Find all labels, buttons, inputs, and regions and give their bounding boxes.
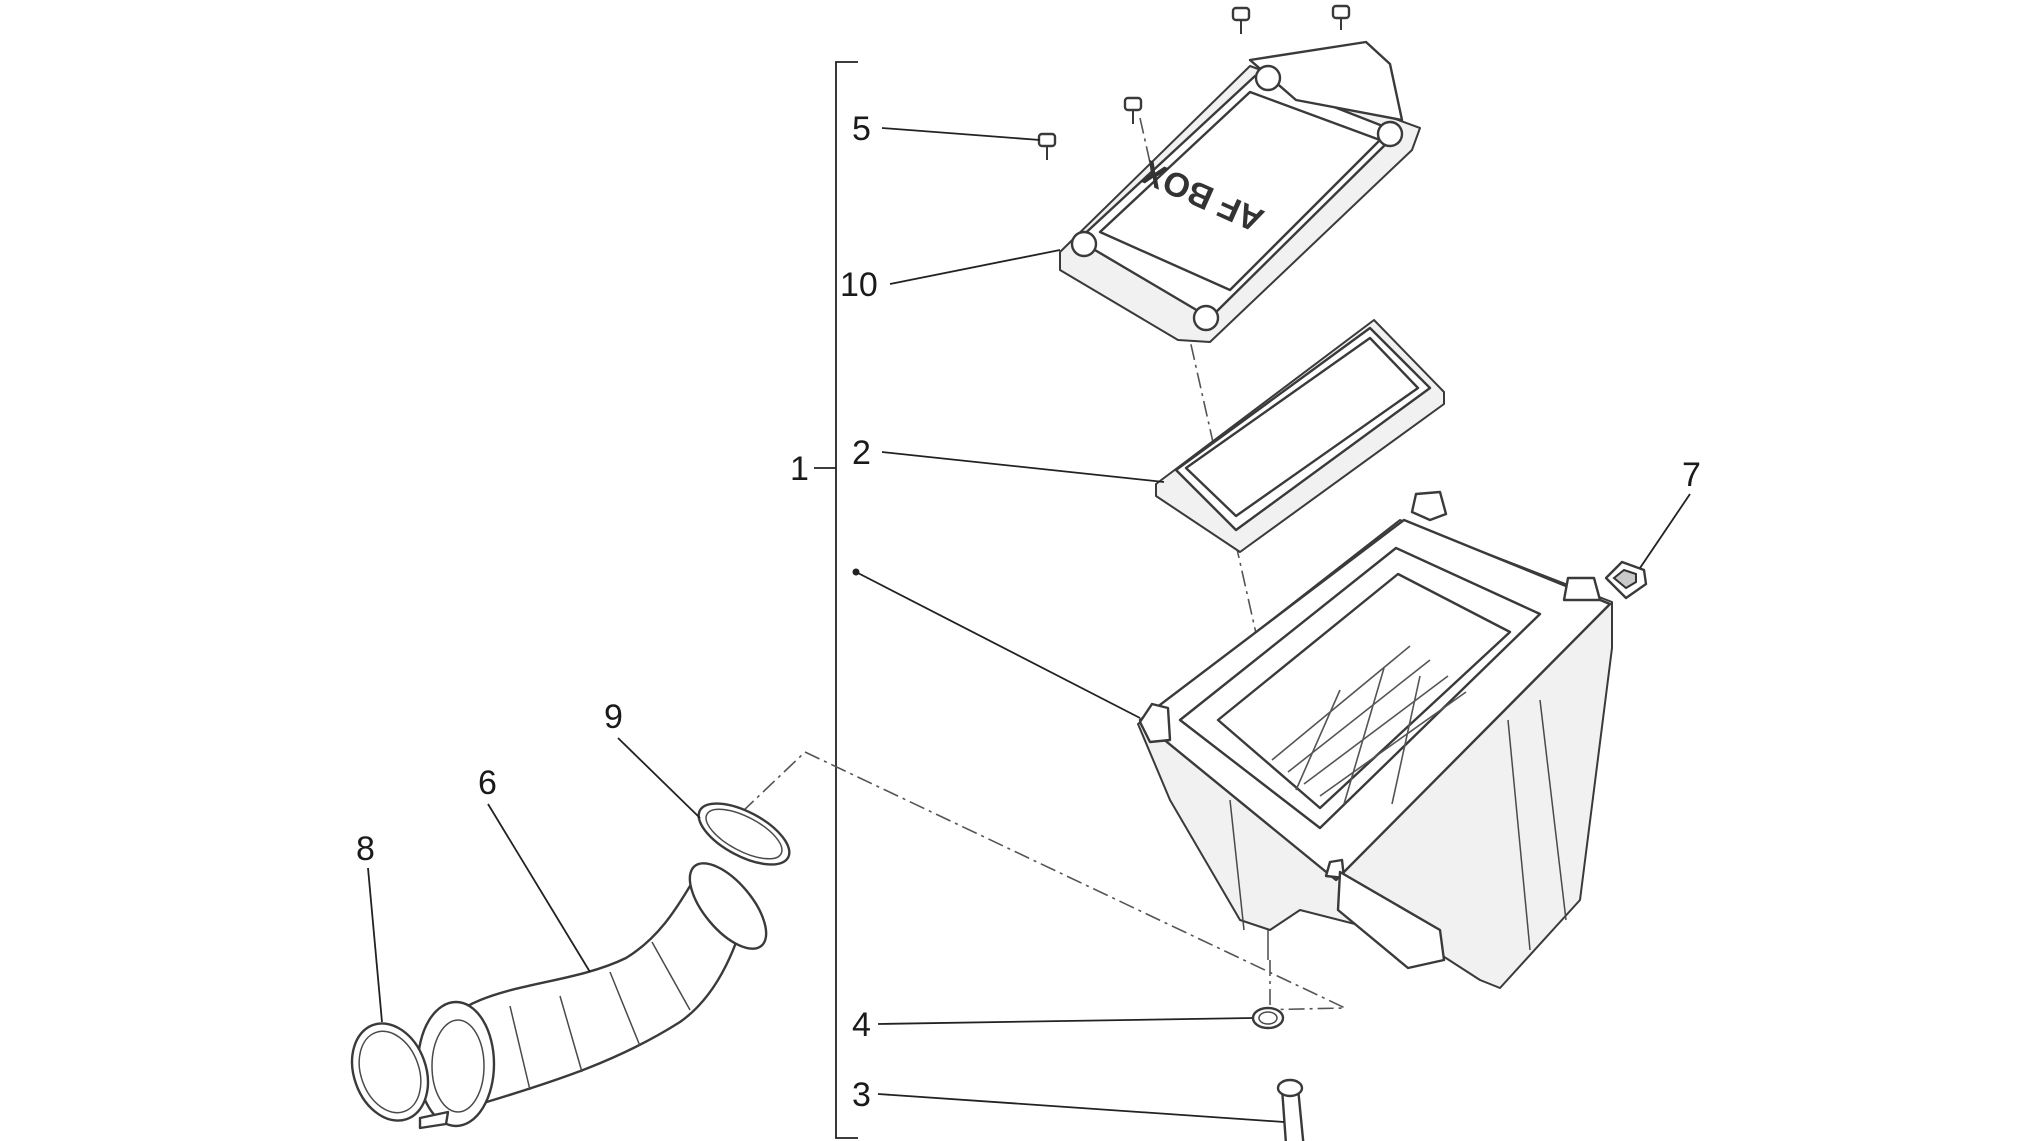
callout-2: 2 <box>852 434 871 472</box>
airbox-body <box>1137 490 1613 989</box>
callout-4: 4 <box>852 1006 871 1044</box>
screw-cover-top-b <box>1331 4 1351 30</box>
airbox-grille <box>1271 645 1467 805</box>
callout-6: 6 <box>478 764 497 802</box>
screw-cover-mid <box>1123 96 1143 124</box>
callout-5: 5 <box>852 110 871 148</box>
leader-lines <box>367 127 1691 1123</box>
clip-nut <box>1604 560 1648 600</box>
callout-3: 3 <box>852 1076 871 1114</box>
assembly-bracket <box>814 61 858 1139</box>
intake-duct <box>416 862 768 1128</box>
callout-9: 9 <box>604 698 623 736</box>
callout-1: 1 <box>790 450 809 488</box>
hose-clip <box>1251 1006 1285 1030</box>
callout-10: 10 <box>840 266 878 304</box>
air-filter-element <box>1155 319 1445 553</box>
airbox-cover: AF BOX <box>1059 40 1421 343</box>
drain-tube <box>1276 1078 1305 1141</box>
callout-7: 7 <box>1682 456 1701 494</box>
callouts: 1 2 3 4 5 6 7 8 9 10 <box>356 110 1701 1114</box>
hose-clamp-9 <box>697 802 791 866</box>
hose-clamp-8 <box>350 1022 450 1130</box>
callout-8: 8 <box>356 830 375 868</box>
screw-cover-left <box>1037 132 1057 160</box>
screw-cover-top-a <box>1231 6 1251 34</box>
